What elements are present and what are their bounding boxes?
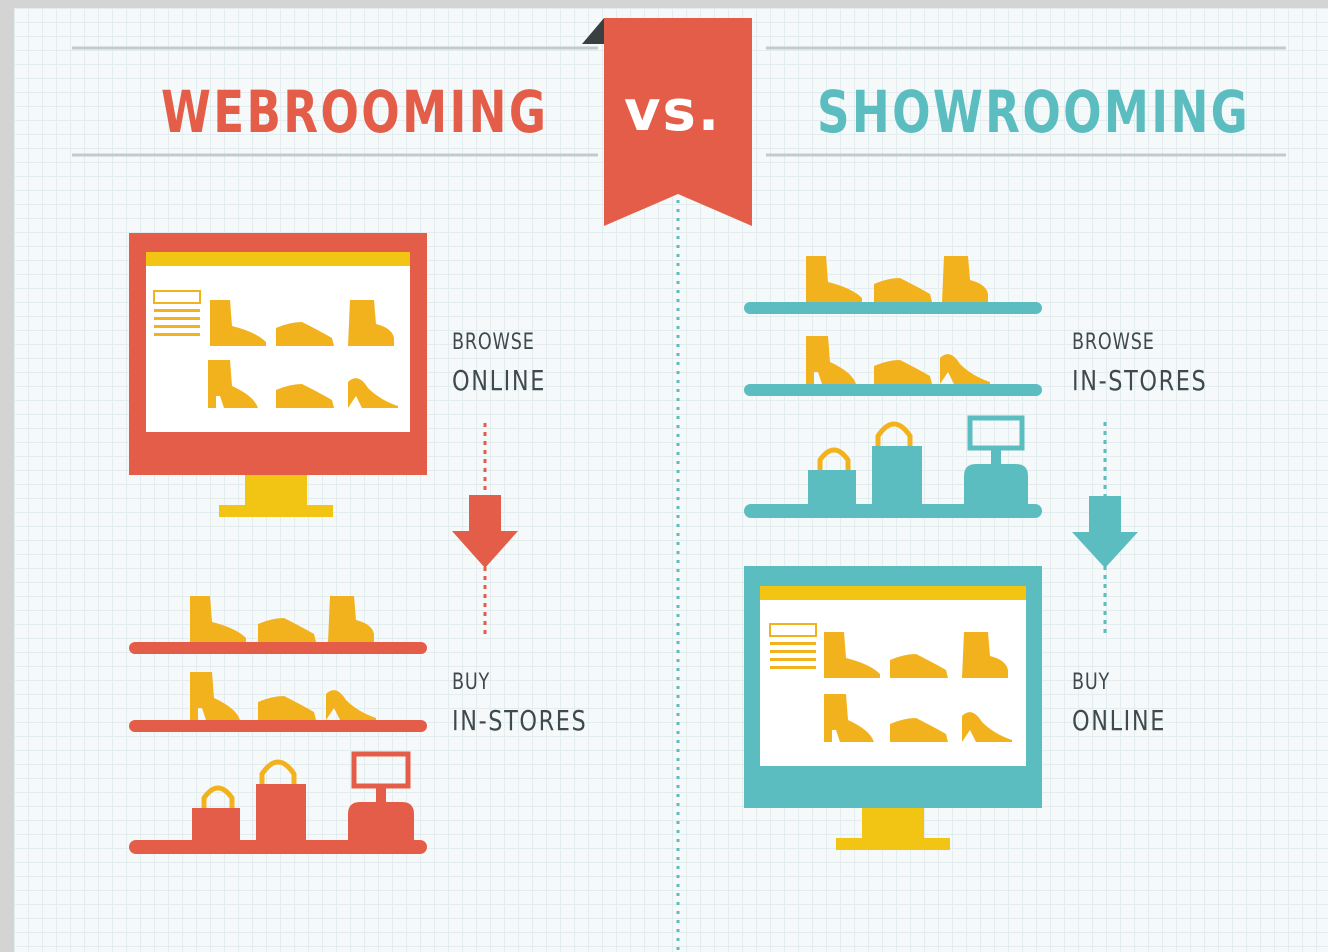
down-arrow-icon-right: [1072, 422, 1138, 638]
showrooming-step2-channel: ONLINE: [1072, 704, 1166, 737]
webrooming-step2-channel: IN-STORES: [452, 704, 588, 737]
showrooming-step1-channel: IN-STORES: [1072, 364, 1208, 397]
vs-ribbon: [582, 18, 752, 226]
webrooming-step1-verb: BROWSE: [452, 330, 535, 355]
computer-monitor-icon: [129, 233, 427, 517]
infographic-canvas: WEBROOMING vs. SHOWROOMING BROWSE ONLINE…: [14, 8, 1328, 952]
store-shelves-icon-right: [744, 256, 1042, 518]
vs-label: vs.: [624, 79, 722, 144]
store-shelves-icon: [129, 596, 427, 854]
showrooming-title: SHOWROOMING: [817, 78, 1251, 146]
header-rules: [72, 46, 1286, 157]
webrooming-step1-channel: ONLINE: [452, 364, 546, 397]
showrooming-step2-verb: BUY: [1072, 670, 1111, 695]
showrooming-step1-verb: BROWSE: [1072, 330, 1155, 355]
webrooming-step2-verb: BUY: [452, 670, 491, 695]
infographic-art: [72, 18, 1286, 952]
computer-monitor-icon-right: [744, 566, 1042, 850]
down-arrow-icon: [452, 423, 518, 638]
webrooming-title: WEBROOMING: [161, 78, 549, 146]
